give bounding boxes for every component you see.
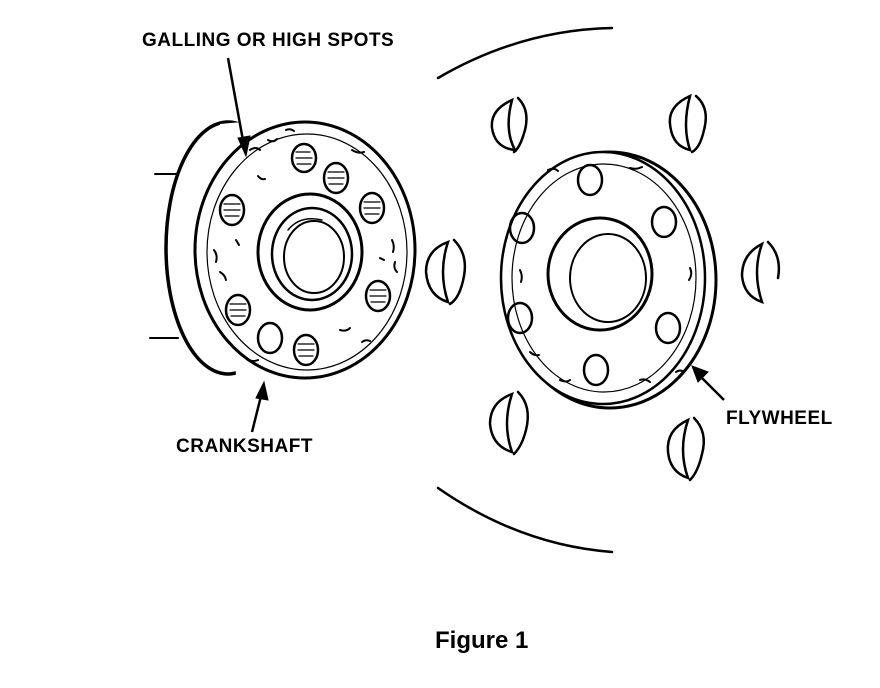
flywheel-texture-marks <box>519 166 693 383</box>
flywheel-outer-holes <box>424 93 781 482</box>
crankshaft-arrowhead <box>255 380 269 401</box>
flywheel-outer-rim-top <box>436 26 614 80</box>
crankshaft-label: CRANKSHAFT <box>176 436 313 457</box>
flywheel <box>424 26 781 554</box>
bolt-hole <box>508 211 536 245</box>
bolt-hole <box>322 161 350 195</box>
bolt-hole <box>582 353 610 387</box>
bolt-hole <box>364 279 392 313</box>
galling-label: GALLING OR HIGH SPOTS <box>142 30 395 51</box>
bolt-hole <box>290 142 318 174</box>
flywheel-arrowhead <box>691 365 709 383</box>
crankshaft-face-inner <box>206 133 408 371</box>
flywheel-outer-rim-bottom <box>436 486 614 554</box>
figure-caption: Figure 1 <box>435 627 529 654</box>
flywheel-bolt-holes <box>506 163 682 387</box>
flywheel-bore-inner <box>569 233 647 323</box>
bolt-hole <box>650 205 678 239</box>
bolt-hole <box>654 311 682 345</box>
flywheel-hub-inner <box>511 163 697 393</box>
galling-arrowhead <box>237 135 251 158</box>
crankshaft-bore-inner <box>283 220 345 294</box>
bolt-hole <box>506 301 534 335</box>
bolt-hole <box>218 193 246 227</box>
crankshaft-flange <box>149 120 417 381</box>
leader-arrows <box>226 57 725 433</box>
bolt-hole <box>224 293 252 327</box>
bolt-hole <box>256 321 284 355</box>
crankshaft-bolt-holes <box>218 142 392 367</box>
flywheel-label: FLYWHEEL <box>726 408 833 429</box>
bolt-hole <box>358 191 386 225</box>
bolt-hole <box>292 333 320 367</box>
crankshaft-bore-outer <box>256 192 364 312</box>
crankshaft-face <box>193 120 417 380</box>
galling-marks <box>213 128 398 362</box>
flywheel-hub-face <box>499 150 707 406</box>
crankshaft-bore-mid <box>270 206 354 302</box>
flywheel-bore-outer <box>546 216 654 332</box>
galling-leader-line <box>226 57 246 147</box>
bolt-hole <box>576 163 604 197</box>
